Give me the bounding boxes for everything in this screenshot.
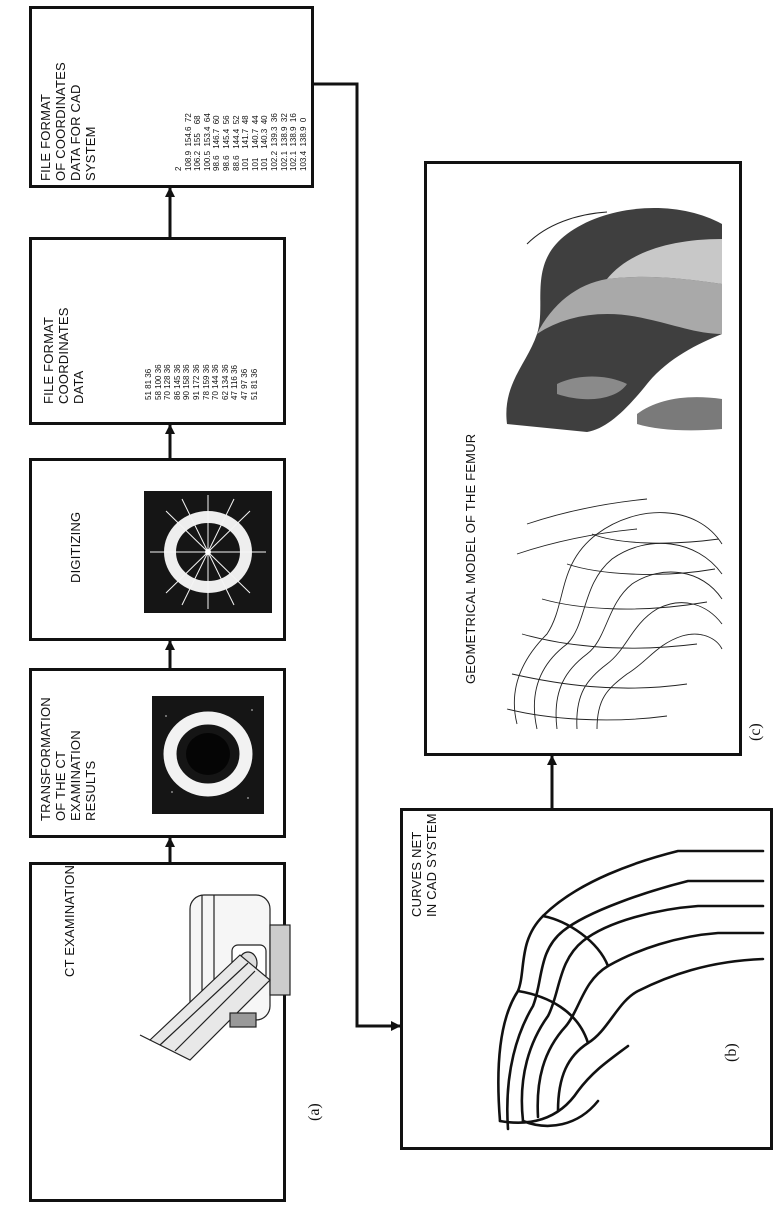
curves-net-label: CURVES NET IN CAD SYSTEM <box>409 813 439 917</box>
coordinates-data-list: 51 81 36 58 100 36 70 128 36 86 145 36 9… <box>144 364 259 400</box>
transformation-box: TRANSFORMATION OF THE CT EXAMINATION RES… <box>29 668 286 838</box>
curves-net-illustration <box>488 821 768 1141</box>
geometrical-model-box: GEOMETRICAL MODEL OF THE FEMUR <box>424 161 742 756</box>
digitizing-box: DIGITIZING <box>29 458 286 641</box>
caption-b: (b) <box>723 1043 741 1062</box>
caption-a: (a) <box>306 1103 324 1121</box>
cad-coordinates-data-list: 2 108.9 154.6 72 106.2 155 68 100.5 153.… <box>174 113 308 171</box>
wireframe-femur-illustration <box>497 484 727 734</box>
file-format-coordinates-label: FILE FORMAT COORDINATES DATA <box>41 307 86 404</box>
shaded-femur-illustration <box>497 184 727 434</box>
caption-c: (c) <box>747 723 765 741</box>
ct-examination-label: CT EXAMINATION <box>62 865 77 977</box>
arrow-file2-to-curves <box>314 84 400 1026</box>
file-format-cad-box: FILE FORMAT OF COORDINATES DATA FOR CAD … <box>29 6 314 188</box>
digitized-slice-image <box>144 491 272 613</box>
file-format-coordinates-box: FILE FORMAT COORDINATES DATA 51 81 36 58… <box>29 237 286 425</box>
curves-net-box: CURVES NET IN CAD SYSTEM <box>400 808 773 1150</box>
transformation-label: TRANSFORMATION OF THE CT EXAMINATION RES… <box>38 697 98 821</box>
ct-examination-box: CT EXAMINATION <box>29 862 286 1202</box>
file-format-cad-label: FILE FORMAT OF COORDINATES DATA FOR CAD … <box>38 62 98 181</box>
geometrical-model-label: GEOMETRICAL MODEL OF THE FEMUR <box>463 434 478 684</box>
digitizing-label: DIGITIZING <box>68 512 83 583</box>
ct-slice-image <box>152 696 264 814</box>
ct-scanner-illustration <box>120 885 320 1065</box>
